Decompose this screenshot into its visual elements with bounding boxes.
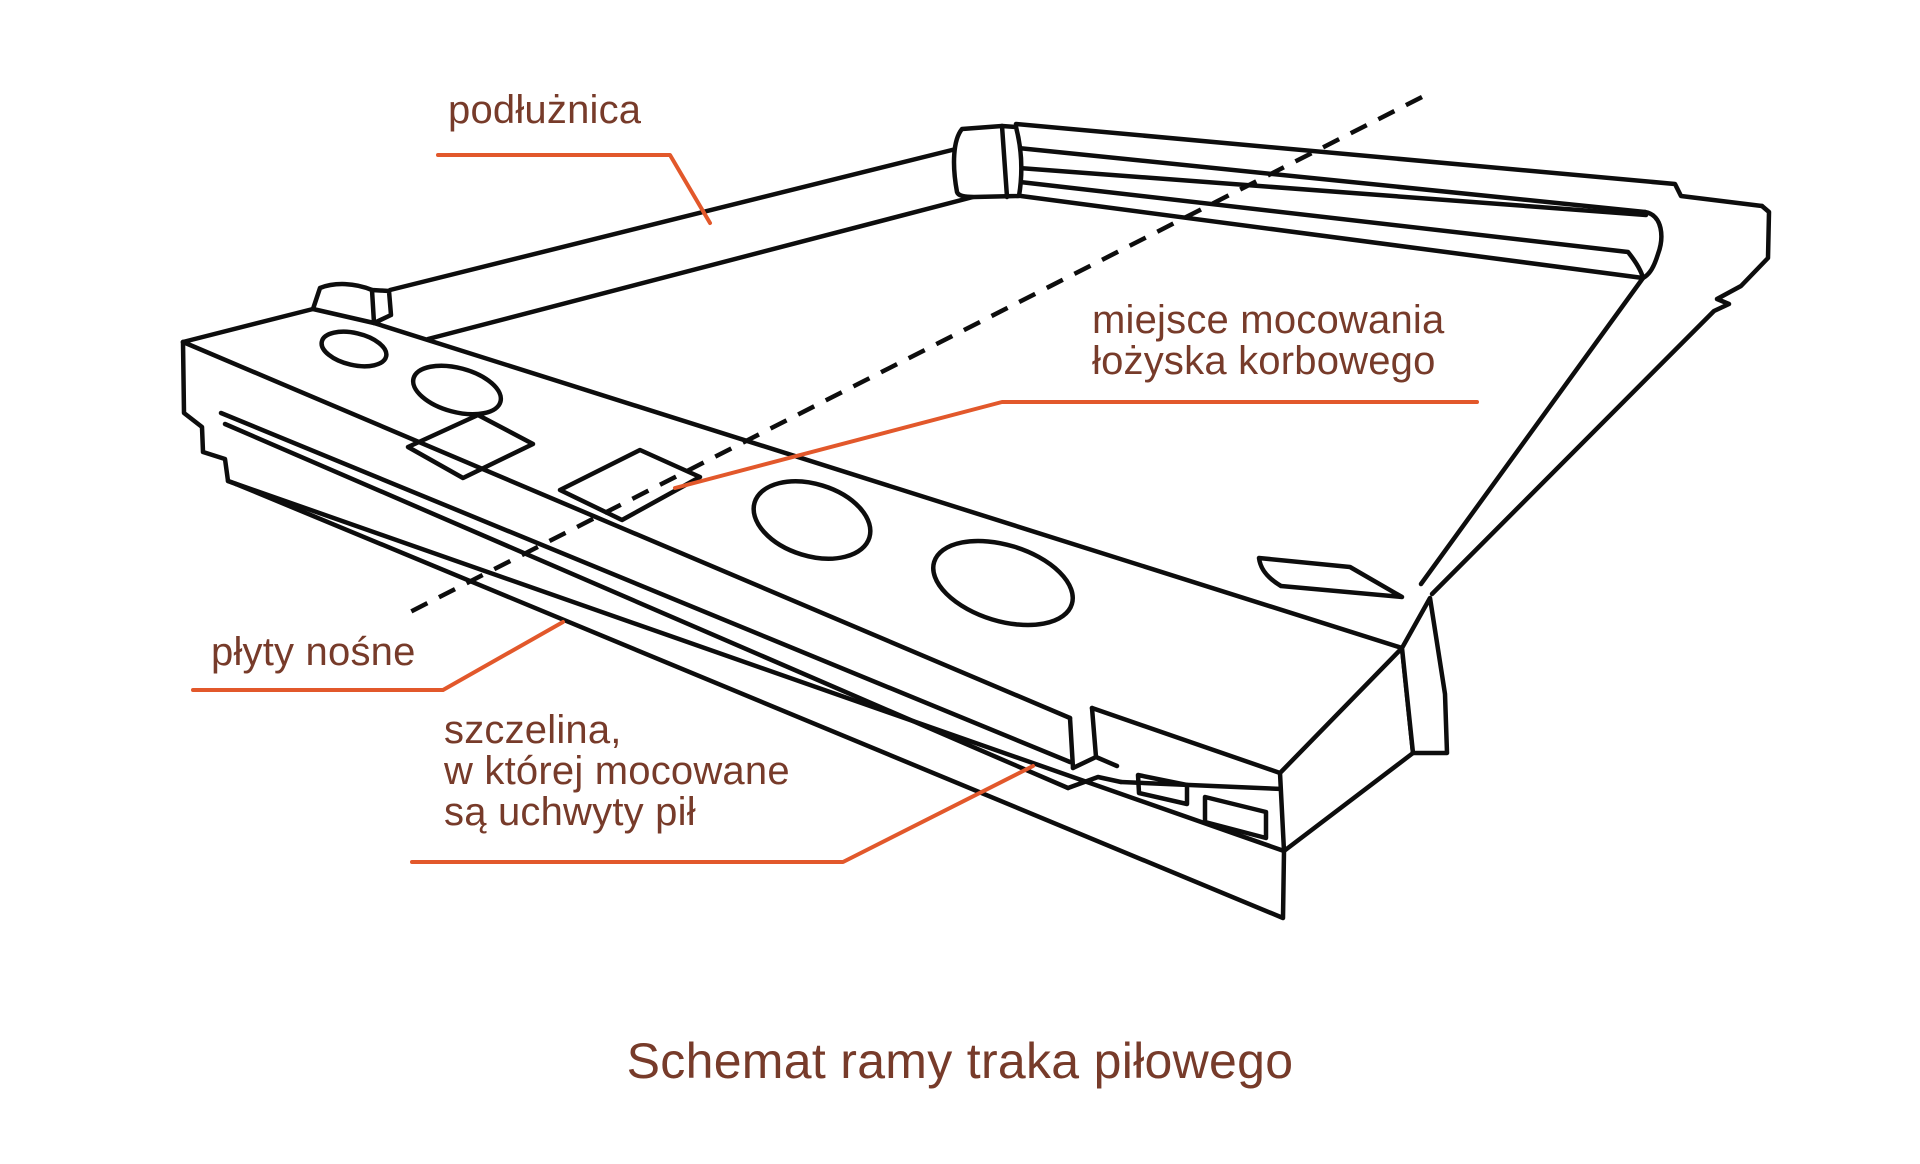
right-end-face bbox=[1429, 203, 1772, 597]
square-hole-1 bbox=[405, 412, 536, 481]
large-oval-hole-1 bbox=[751, 479, 873, 561]
label-plyty-text: płyty nośne bbox=[211, 630, 416, 674]
slot-lower-line bbox=[222, 421, 1071, 791]
near-corner-block bbox=[1399, 595, 1450, 756]
small-oval-hole-1 bbox=[319, 329, 389, 369]
front-right-plate-lip bbox=[1118, 779, 1285, 792]
figure-caption: Schemat ramy traka piłowego bbox=[626, 1033, 1294, 1089]
label-plyty-nosne: płyty nośne bbox=[211, 632, 416, 673]
notch-lower-chevron bbox=[1065, 774, 1124, 791]
label-miejsce-line1: miejsce mocowania bbox=[1092, 298, 1445, 342]
square-hole-2 bbox=[557, 447, 703, 523]
front-face-bottom-edge bbox=[225, 478, 1287, 854]
plate-rect-opening-2 bbox=[1202, 794, 1269, 841]
plyty-leader-line bbox=[191, 620, 565, 692]
centerline-dashed bbox=[408, 94, 1424, 615]
right-beam-line-2 bbox=[1015, 145, 1648, 215]
notch-upper-chevron bbox=[1070, 754, 1120, 771]
far-corner-post-divider bbox=[999, 123, 1010, 200]
front-top-edge bbox=[180, 339, 1073, 721]
beam-end-face bbox=[1277, 645, 1416, 854]
far-corner-post bbox=[951, 123, 1024, 200]
label-szczelina: szczelina, w której mocowane są uchwyty … bbox=[444, 710, 790, 832]
leader-lines bbox=[191, 153, 1479, 864]
label-miejsce-line2: łożyska korbowego bbox=[1092, 338, 1436, 383]
label-miejsce-mocowania: miejsce mocowania łożyska korbowego bbox=[1092, 300, 1444, 382]
right-beam-inner-edge bbox=[1018, 193, 1646, 281]
right-beam-outer-edge bbox=[1013, 121, 1765, 209]
right-beam-line-3 bbox=[1016, 165, 1649, 218]
slit-right-edge bbox=[1089, 705, 1099, 760]
plate-rect-opening-1 bbox=[1135, 772, 1190, 807]
front-right-plate-top-edge bbox=[1089, 705, 1283, 776]
right-beam-rounded-end bbox=[1640, 209, 1664, 281]
miejsce-leader-line bbox=[673, 400, 1479, 490]
left-corner-wedge-divider bbox=[369, 287, 377, 326]
bottom-band-edge bbox=[233, 481, 1287, 921]
near-right-beam-inner-edge bbox=[1418, 275, 1646, 587]
label-podluznica-text: podłużnica bbox=[448, 88, 642, 132]
top-face-far-edge bbox=[371, 320, 1405, 651]
top-face-far-edge-left bbox=[180, 306, 316, 345]
label-szczelina-line1: szczelina, bbox=[444, 708, 622, 752]
slit-left-edge bbox=[1067, 715, 1076, 771]
right-beam-line-4 bbox=[1017, 179, 1646, 281]
szczelina-leader-line bbox=[410, 764, 1035, 864]
small-oval-hole-2 bbox=[410, 363, 504, 417]
frame-outline bbox=[180, 94, 1772, 921]
podluznica-inner-edge bbox=[425, 194, 976, 342]
podluznica-outer-edge bbox=[387, 146, 959, 293]
label-szczelina-line3: są uchwyty pił bbox=[444, 789, 696, 834]
podluznica-leader-line bbox=[436, 153, 712, 225]
slot-upper-line bbox=[218, 410, 1073, 765]
label-szczelina-line2: w której mocowane bbox=[444, 748, 790, 793]
label-podluznica: podłużnica bbox=[448, 90, 641, 131]
left-corner-wedge bbox=[310, 281, 394, 326]
large-oval-hole-2 bbox=[931, 538, 1075, 628]
near-corner-bracket bbox=[1256, 555, 1405, 600]
